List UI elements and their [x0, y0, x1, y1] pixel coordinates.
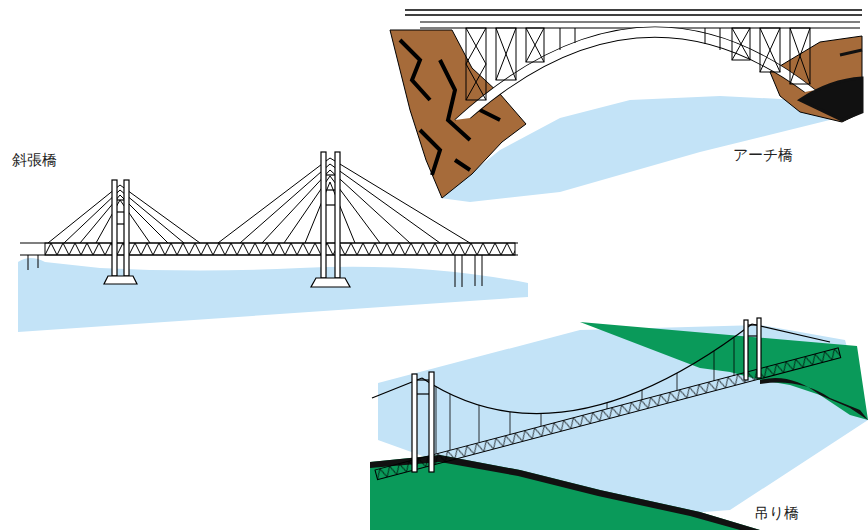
- bridge-label: 吊り橋: [754, 504, 799, 522]
- bridge-label: アーチ橋: [733, 146, 793, 164]
- suspension-bridge: [370, 318, 868, 530]
- arch-bridge: [390, 10, 862, 202]
- bridge-label: 斜張橋: [12, 151, 57, 169]
- cable-stayed-bridge: [18, 152, 528, 332]
